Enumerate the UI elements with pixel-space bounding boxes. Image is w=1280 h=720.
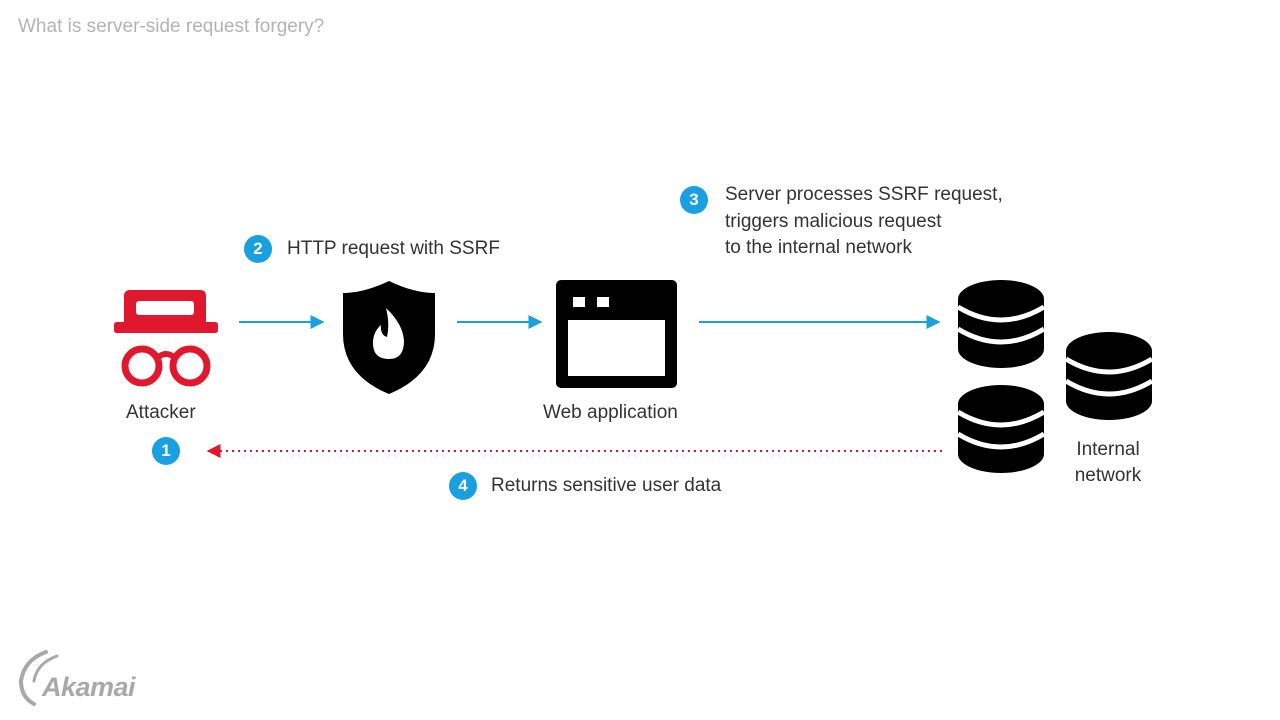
database-icon — [956, 280, 1046, 368]
spy-icon — [114, 290, 218, 387]
step-2-text: HTTP request with SSRF — [287, 238, 500, 259]
step-3-badge: 3 — [680, 186, 708, 214]
step-3-line: triggers malicious request — [725, 210, 942, 232]
database-icon — [956, 385, 1046, 473]
browser-window-icon — [556, 280, 677, 388]
akamai-logo: Akamai — [42, 672, 136, 702]
page-title: What is server-side request forgery? — [18, 16, 325, 37]
step-3-text: Server processes SSRF request, triggers … — [725, 182, 1003, 262]
shield-flame-icon — [343, 281, 435, 394]
step-2-badge: 2 — [244, 235, 272, 263]
web-application-label: Web application — [543, 402, 678, 423]
step-1-badge: 1 — [152, 437, 180, 465]
database-icon — [1064, 332, 1154, 420]
step-4-badge: 4 — [449, 472, 477, 500]
attacker-label: Attacker — [126, 402, 196, 423]
akamai-logo-icon — [18, 650, 59, 706]
internal-network-label: Internal network — [1074, 439, 1142, 486]
step-4-text: Returns sensitive user data — [491, 475, 722, 496]
step-3-line: Server processes SSRF request, — [725, 184, 1003, 205]
step-3-line: to the internal network — [725, 237, 912, 258]
